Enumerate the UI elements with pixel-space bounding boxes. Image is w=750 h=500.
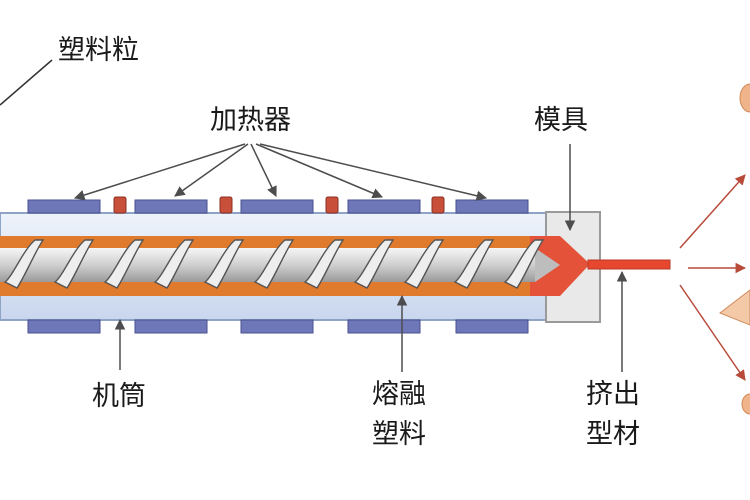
extrudate-label-line2: 型材 (586, 419, 640, 450)
heater-band-bottom-1 (27, 319, 101, 334)
screw-flight-11 (503, 239, 545, 289)
heater-band-top-3 (240, 199, 314, 214)
screw-tip (535, 248, 560, 282)
melt-label-line2: 塑料 (372, 419, 426, 450)
heater-band-bottom-4 (347, 319, 421, 334)
screw-flight-2 (53, 239, 95, 289)
screw-flight-9 (403, 239, 445, 289)
heater-band-top-5 (455, 199, 529, 214)
melt-label-line1: 熔融 (372, 379, 426, 410)
screw-flight-6 (253, 239, 295, 289)
die-label: 模具 (534, 105, 588, 136)
heater-node-1 (113, 196, 127, 214)
heater-node-4 (431, 196, 445, 214)
screw-flight-1 (3, 239, 45, 289)
pellets-label: 塑料粒 (58, 35, 139, 66)
product-shape-middle (718, 289, 750, 326)
heater-band-bottom-5 (455, 319, 529, 334)
heaters-label: 加热器 (210, 105, 291, 136)
heater-leaders (73, 143, 488, 201)
product-shape-top (739, 83, 750, 113)
heater-band-top-1 (27, 199, 101, 214)
screw-flight-7 (303, 239, 345, 289)
melt-taper (530, 236, 590, 296)
screw-flight-5 (203, 239, 245, 289)
heater-node-3 (325, 196, 339, 214)
screw-flight-4 (153, 239, 195, 289)
extrudate-label-line1: 挤出 (586, 379, 640, 410)
product-shape-bottom (741, 393, 750, 415)
output-arrows (679, 174, 747, 381)
heater-band-bottom-2 (134, 319, 208, 334)
pellet-feed-line (0, 59, 53, 106)
screw-flight-10 (453, 239, 495, 289)
barrel-label: 机筒 (92, 381, 146, 412)
screw-flight-8 (353, 239, 395, 289)
heater-band-bottom-3 (240, 319, 314, 334)
screw-flight-3 (103, 239, 145, 289)
screw-flights (3, 239, 545, 289)
heater-node-2 (219, 196, 233, 214)
heater-band-top-4 (347, 199, 421, 214)
extrudate (587, 259, 671, 270)
heater-band-top-2 (134, 199, 208, 214)
heater-bands (27, 196, 529, 334)
